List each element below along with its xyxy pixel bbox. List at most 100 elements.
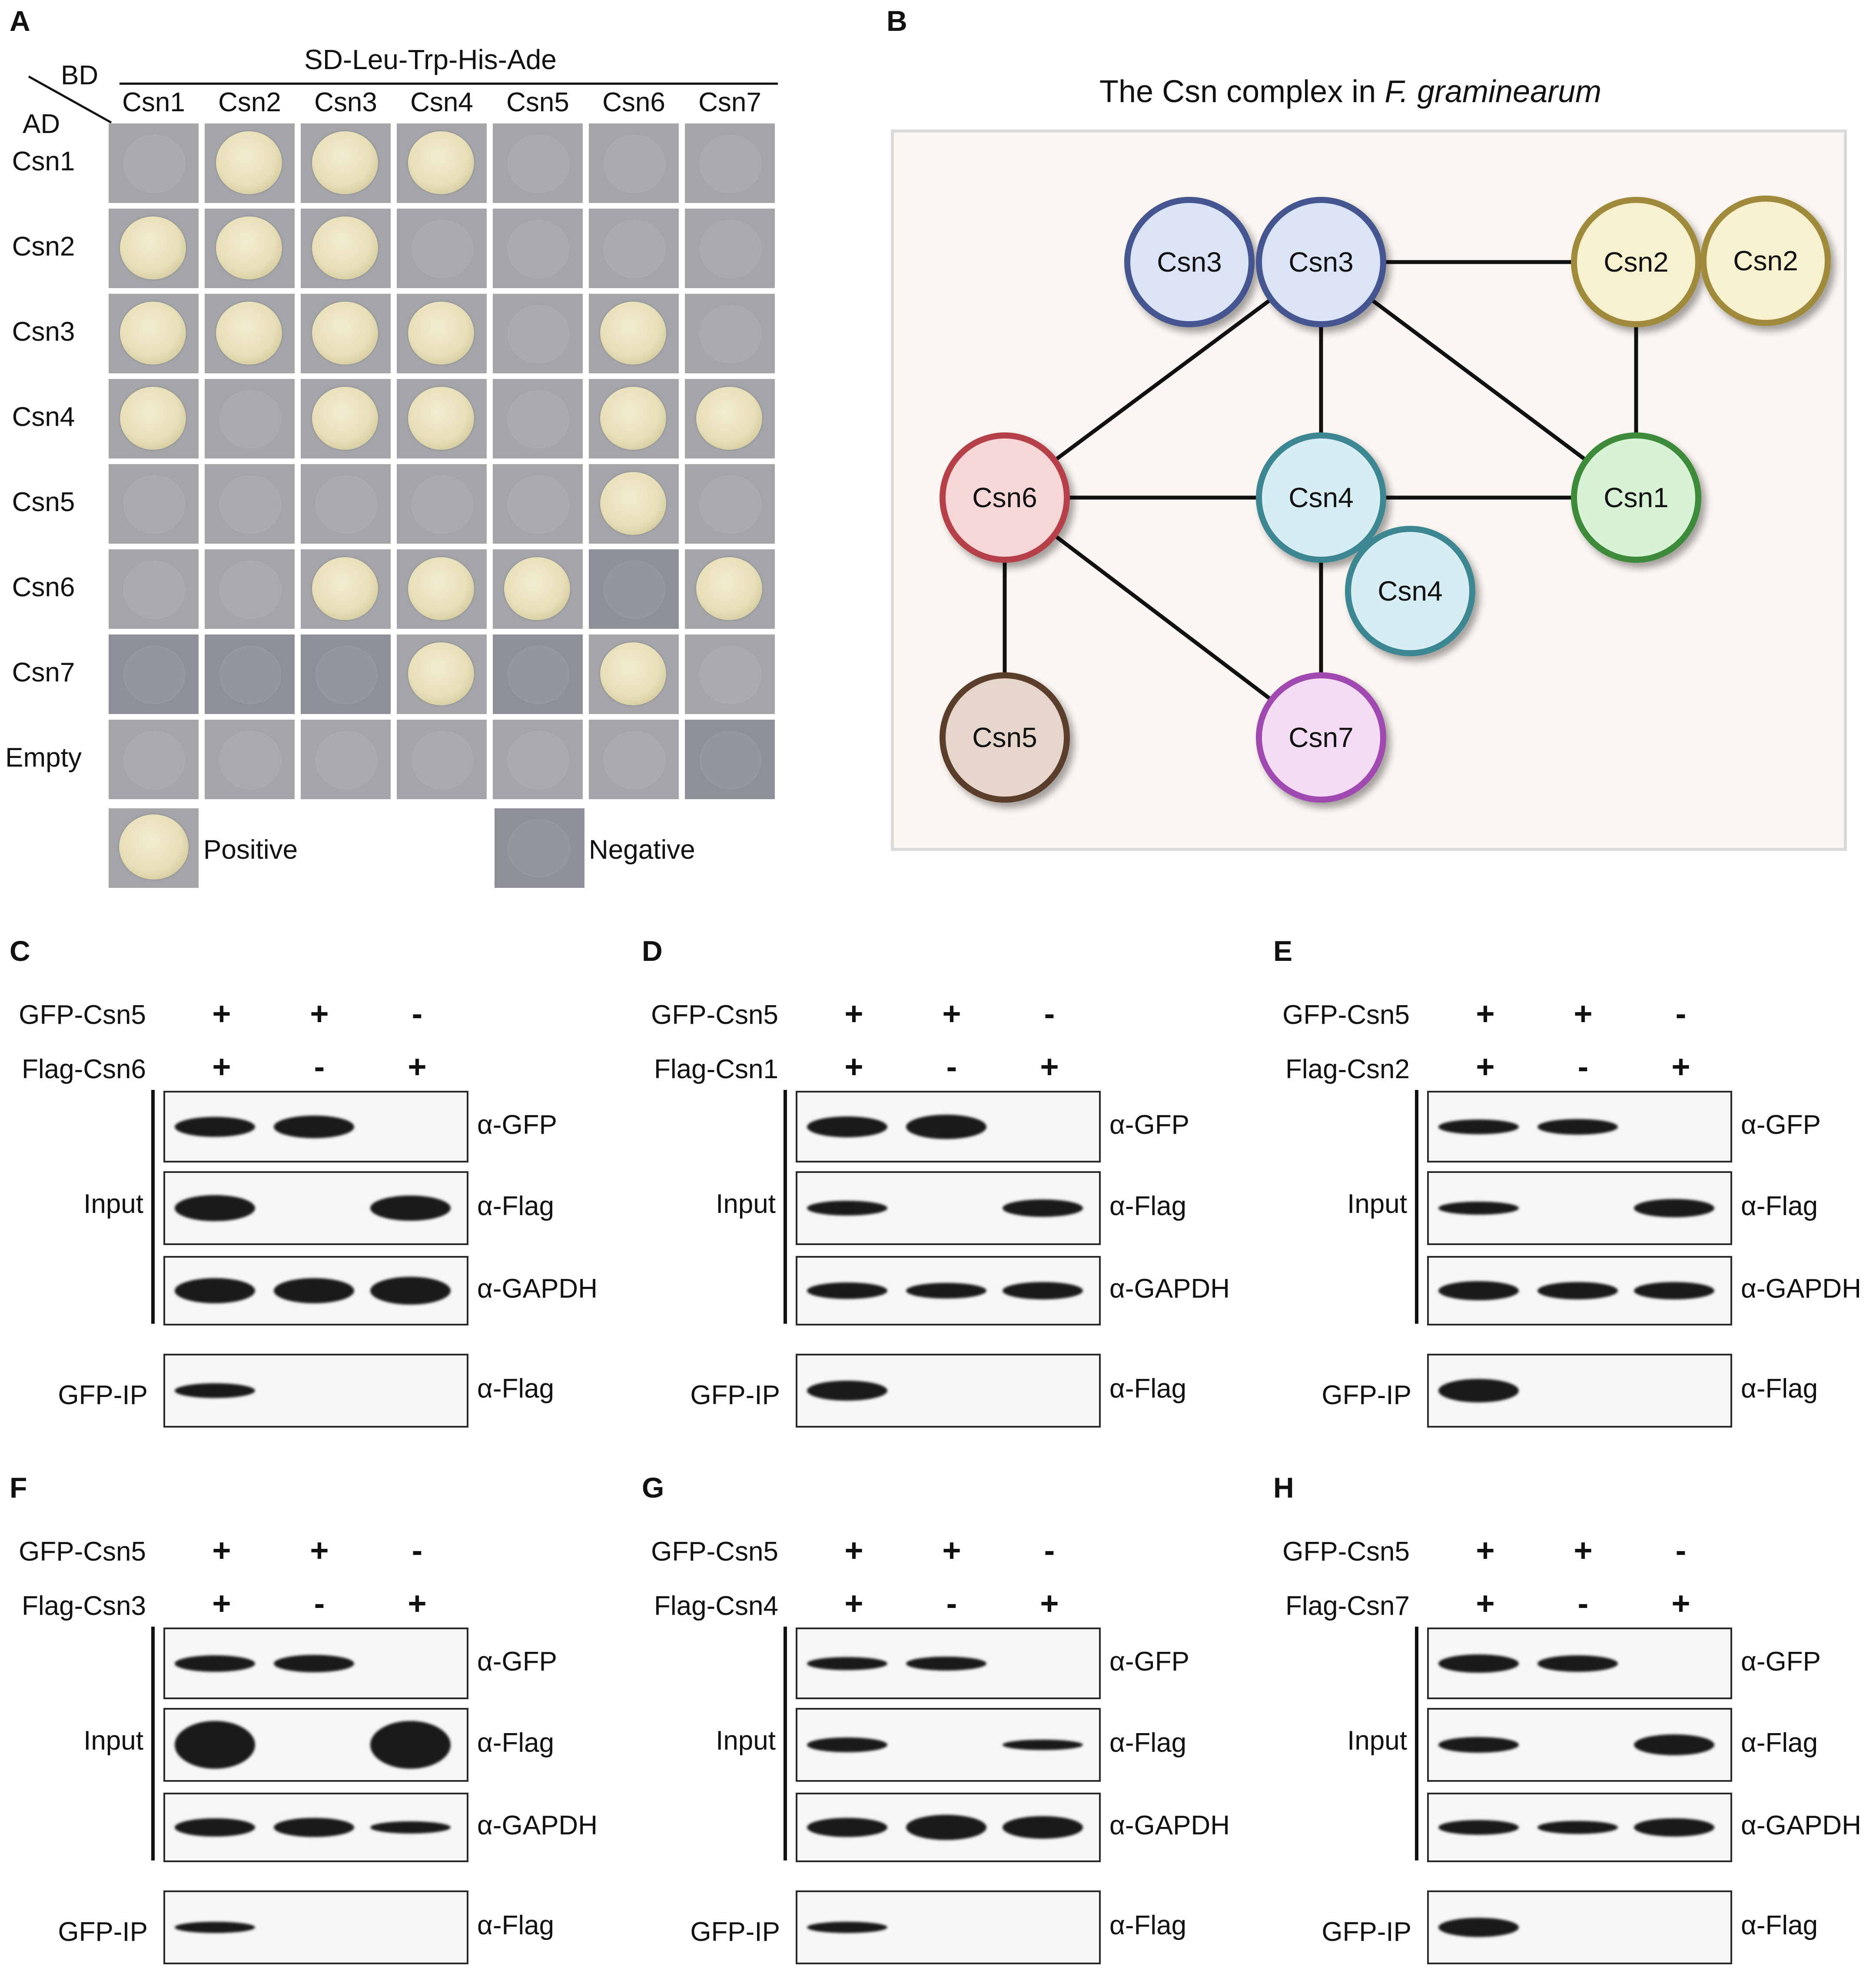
band [807, 1116, 887, 1137]
antibody-label: α-Flag [1109, 1728, 1187, 1758]
sign-row1: + [310, 996, 329, 1032]
plate-cell [301, 634, 391, 714]
antibody-label: α-GFP [477, 1109, 557, 1140]
band [906, 1815, 986, 1840]
construct-label-flag: Flag-Csn7 [1285, 1591, 1410, 1621]
input-label: Input [716, 1726, 776, 1756]
band [175, 1383, 255, 1398]
no-growth-spot [123, 135, 185, 193]
antibody-label: α-GFP [1109, 1646, 1189, 1677]
blot-flag [163, 1708, 468, 1782]
node-label: Csn6 [972, 482, 1037, 513]
plate-cell [493, 123, 583, 203]
plate-cell [205, 634, 295, 714]
no-growth-spot [700, 220, 761, 278]
panel-a-header: SD-Leu-Trp-His-Ade [304, 44, 557, 75]
edge-csn3b-csn1 [1320, 260, 1637, 499]
antibody-label: α-Flag [1109, 1910, 1187, 1940]
plate-cell [205, 123, 295, 203]
sign-row1: + [844, 996, 863, 1032]
edge-csn3b-csn6 [1003, 260, 1322, 499]
antibody-label: α-GFP [1741, 1109, 1821, 1140]
band [1634, 1282, 1714, 1299]
ip-label: GFP-IP [58, 1917, 148, 1947]
band [906, 1114, 986, 1139]
sign-row2: + [212, 1585, 231, 1621]
band [906, 1656, 986, 1671]
band [1537, 1655, 1618, 1672]
blot-ip [163, 1890, 468, 1964]
node-label: Csn2 [1733, 245, 1798, 276]
sign-row1: + [212, 1532, 231, 1568]
blot-flag [163, 1171, 468, 1245]
yeast-colony [312, 387, 378, 450]
node-label: Csn2 [1604, 246, 1668, 278]
plate-cell [205, 294, 295, 373]
antibody-label: α-Flag [1109, 1191, 1187, 1221]
sign-row1: + [844, 1532, 863, 1568]
panel-letter: C [10, 935, 30, 967]
blot-gfp [796, 1628, 1101, 1699]
construct-label-flag: Flag-Csn6 [22, 1054, 146, 1084]
antibody-label: α-Flag [477, 1191, 554, 1221]
node-label: Csn4 [1288, 482, 1353, 513]
sign-row1: - [1044, 996, 1055, 1032]
construct-label-gfp: GFP-Csn5 [19, 1000, 146, 1030]
no-growth-spot [219, 390, 281, 448]
blot-ip [1427, 1354, 1732, 1428]
band [1438, 1820, 1519, 1835]
plate-cell [589, 209, 679, 288]
band [1438, 1119, 1519, 1134]
no-growth-spot [123, 475, 185, 534]
yeast-colony [120, 216, 186, 279]
construct-label-gfp: GFP-Csn5 [651, 1537, 778, 1567]
input-label: Input [1347, 1189, 1407, 1219]
node-csn5: Csn5 [940, 672, 1070, 803]
antibody-label: α-GFP [477, 1646, 557, 1677]
no-growth-spot [508, 390, 569, 448]
sign-row1: + [1476, 996, 1495, 1032]
plate-cell [589, 379, 679, 458]
plate-cell [109, 294, 199, 373]
blot-gfp [163, 1091, 468, 1163]
node-csn2a: Csn2 [1571, 197, 1701, 327]
node-circle [940, 432, 1070, 563]
sign-row2: + [1671, 1049, 1690, 1085]
yeast-colony [120, 302, 186, 365]
antibody-label: α-Flag [477, 1728, 554, 1758]
yeast-colony [696, 387, 762, 450]
no-growth-spot [508, 305, 569, 363]
plate-cell [109, 549, 199, 629]
yeast-colony [696, 557, 762, 620]
sign-row1: + [942, 1532, 961, 1568]
no-growth-spot [604, 731, 665, 789]
node-circle [1256, 432, 1386, 563]
panel-a-corner-diagonal [28, 75, 112, 124]
plate-cell [685, 464, 775, 544]
band [175, 1922, 255, 1933]
yeast-colony [600, 302, 666, 365]
edge-csn6-csn7 [1003, 496, 1322, 739]
plate-cell [109, 209, 199, 288]
band [1438, 1918, 1519, 1937]
blot-gapdh [163, 1793, 468, 1862]
band [1634, 1734, 1714, 1755]
sign-row2: + [1671, 1585, 1690, 1621]
row-header-7: Csn7 [12, 658, 75, 688]
blot-gapdh [163, 1256, 468, 1325]
plate-cell [205, 464, 295, 544]
sign-row2: + [1040, 1049, 1059, 1085]
no-growth-spot [123, 561, 185, 619]
plate-cell [589, 464, 679, 544]
antibody-label: α-GFP [1109, 1109, 1189, 1140]
yeast-colony [312, 302, 378, 365]
no-growth-spot [219, 731, 281, 789]
band [370, 1721, 451, 1769]
blot-ip [796, 1890, 1101, 1964]
col-header-4: Csn4 [410, 87, 473, 117]
blot-gfp [796, 1091, 1101, 1163]
yeast-colony [312, 557, 378, 620]
plate-cell [397, 549, 487, 629]
no-growth-spot [123, 731, 185, 789]
plate-cell [589, 634, 679, 714]
